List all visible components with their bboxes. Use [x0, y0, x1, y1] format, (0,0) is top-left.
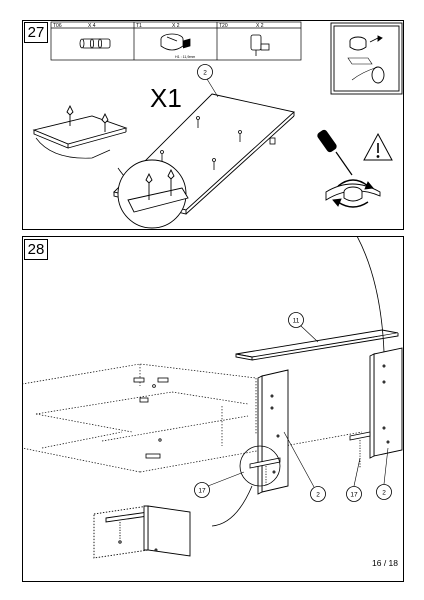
parts-table	[50, 21, 302, 61]
rotate-arrow-icon	[325, 179, 381, 208]
part-qty-t20: X 2	[256, 23, 264, 29]
callout-part-2-step27: 2	[203, 70, 207, 77]
part-code-t1: T1	[136, 23, 142, 29]
flow-arc	[356, 236, 385, 353]
detail-box-cam	[330, 22, 403, 95]
part-qty-t1: X 2	[172, 23, 180, 29]
board-fittings	[160, 116, 276, 170]
top-board-part-11	[235, 329, 399, 361]
step-27-illustration: T06 X 4 T1 X 2 T20 X 2 H1 : 11,9mm X1	[30, 21, 403, 229]
callout-part-17-left: 17	[198, 488, 206, 495]
shelf-support-icon	[250, 34, 270, 56]
zoom-circle	[117, 159, 189, 229]
callout-leaders	[207, 431, 389, 488]
detail-view-bottom	[93, 505, 209, 559]
step-28-panel	[22, 236, 404, 582]
callout-part-2-step27-ring	[197, 64, 213, 80]
part-code-t06: T06	[53, 23, 62, 29]
part-code-t20: T20	[219, 23, 228, 29]
callout-part-2-left: 2	[316, 492, 320, 499]
zoom-connector	[211, 485, 253, 527]
callout-part-11-ring	[288, 312, 304, 328]
zoom-circle-step28	[239, 445, 281, 487]
step-27-number: 27	[24, 22, 48, 43]
dowel-icon	[79, 38, 111, 49]
side-panel-right-part-2	[369, 347, 403, 459]
step-28-illustration: 11 17 2 1	[22, 236, 403, 559]
side-panel-left-part-2	[257, 369, 289, 495]
callout-part-11: 11	[293, 318, 300, 325]
detail-view-left	[30, 102, 131, 159]
part-qty-t06: X 4	[88, 23, 96, 29]
callout-part-2-right: 2	[382, 490, 386, 497]
callout-rings	[194, 482, 392, 502]
part-note-h1: H1 : 11,9mm	[175, 55, 195, 59]
page-number: 16 / 18	[372, 558, 398, 568]
warning-triangle-icon	[363, 132, 393, 161]
screwdriver-icon	[317, 129, 353, 176]
cam-lock-icon	[160, 33, 191, 51]
carcass-fittings	[133, 377, 169, 459]
dotted-carcass	[22, 363, 363, 473]
step-28-number: 28	[24, 239, 48, 260]
shelf-supports-part-17	[249, 431, 371, 486]
callout-part-17-right: 17	[350, 492, 358, 499]
step-27-multiplier: X1	[150, 83, 182, 113]
